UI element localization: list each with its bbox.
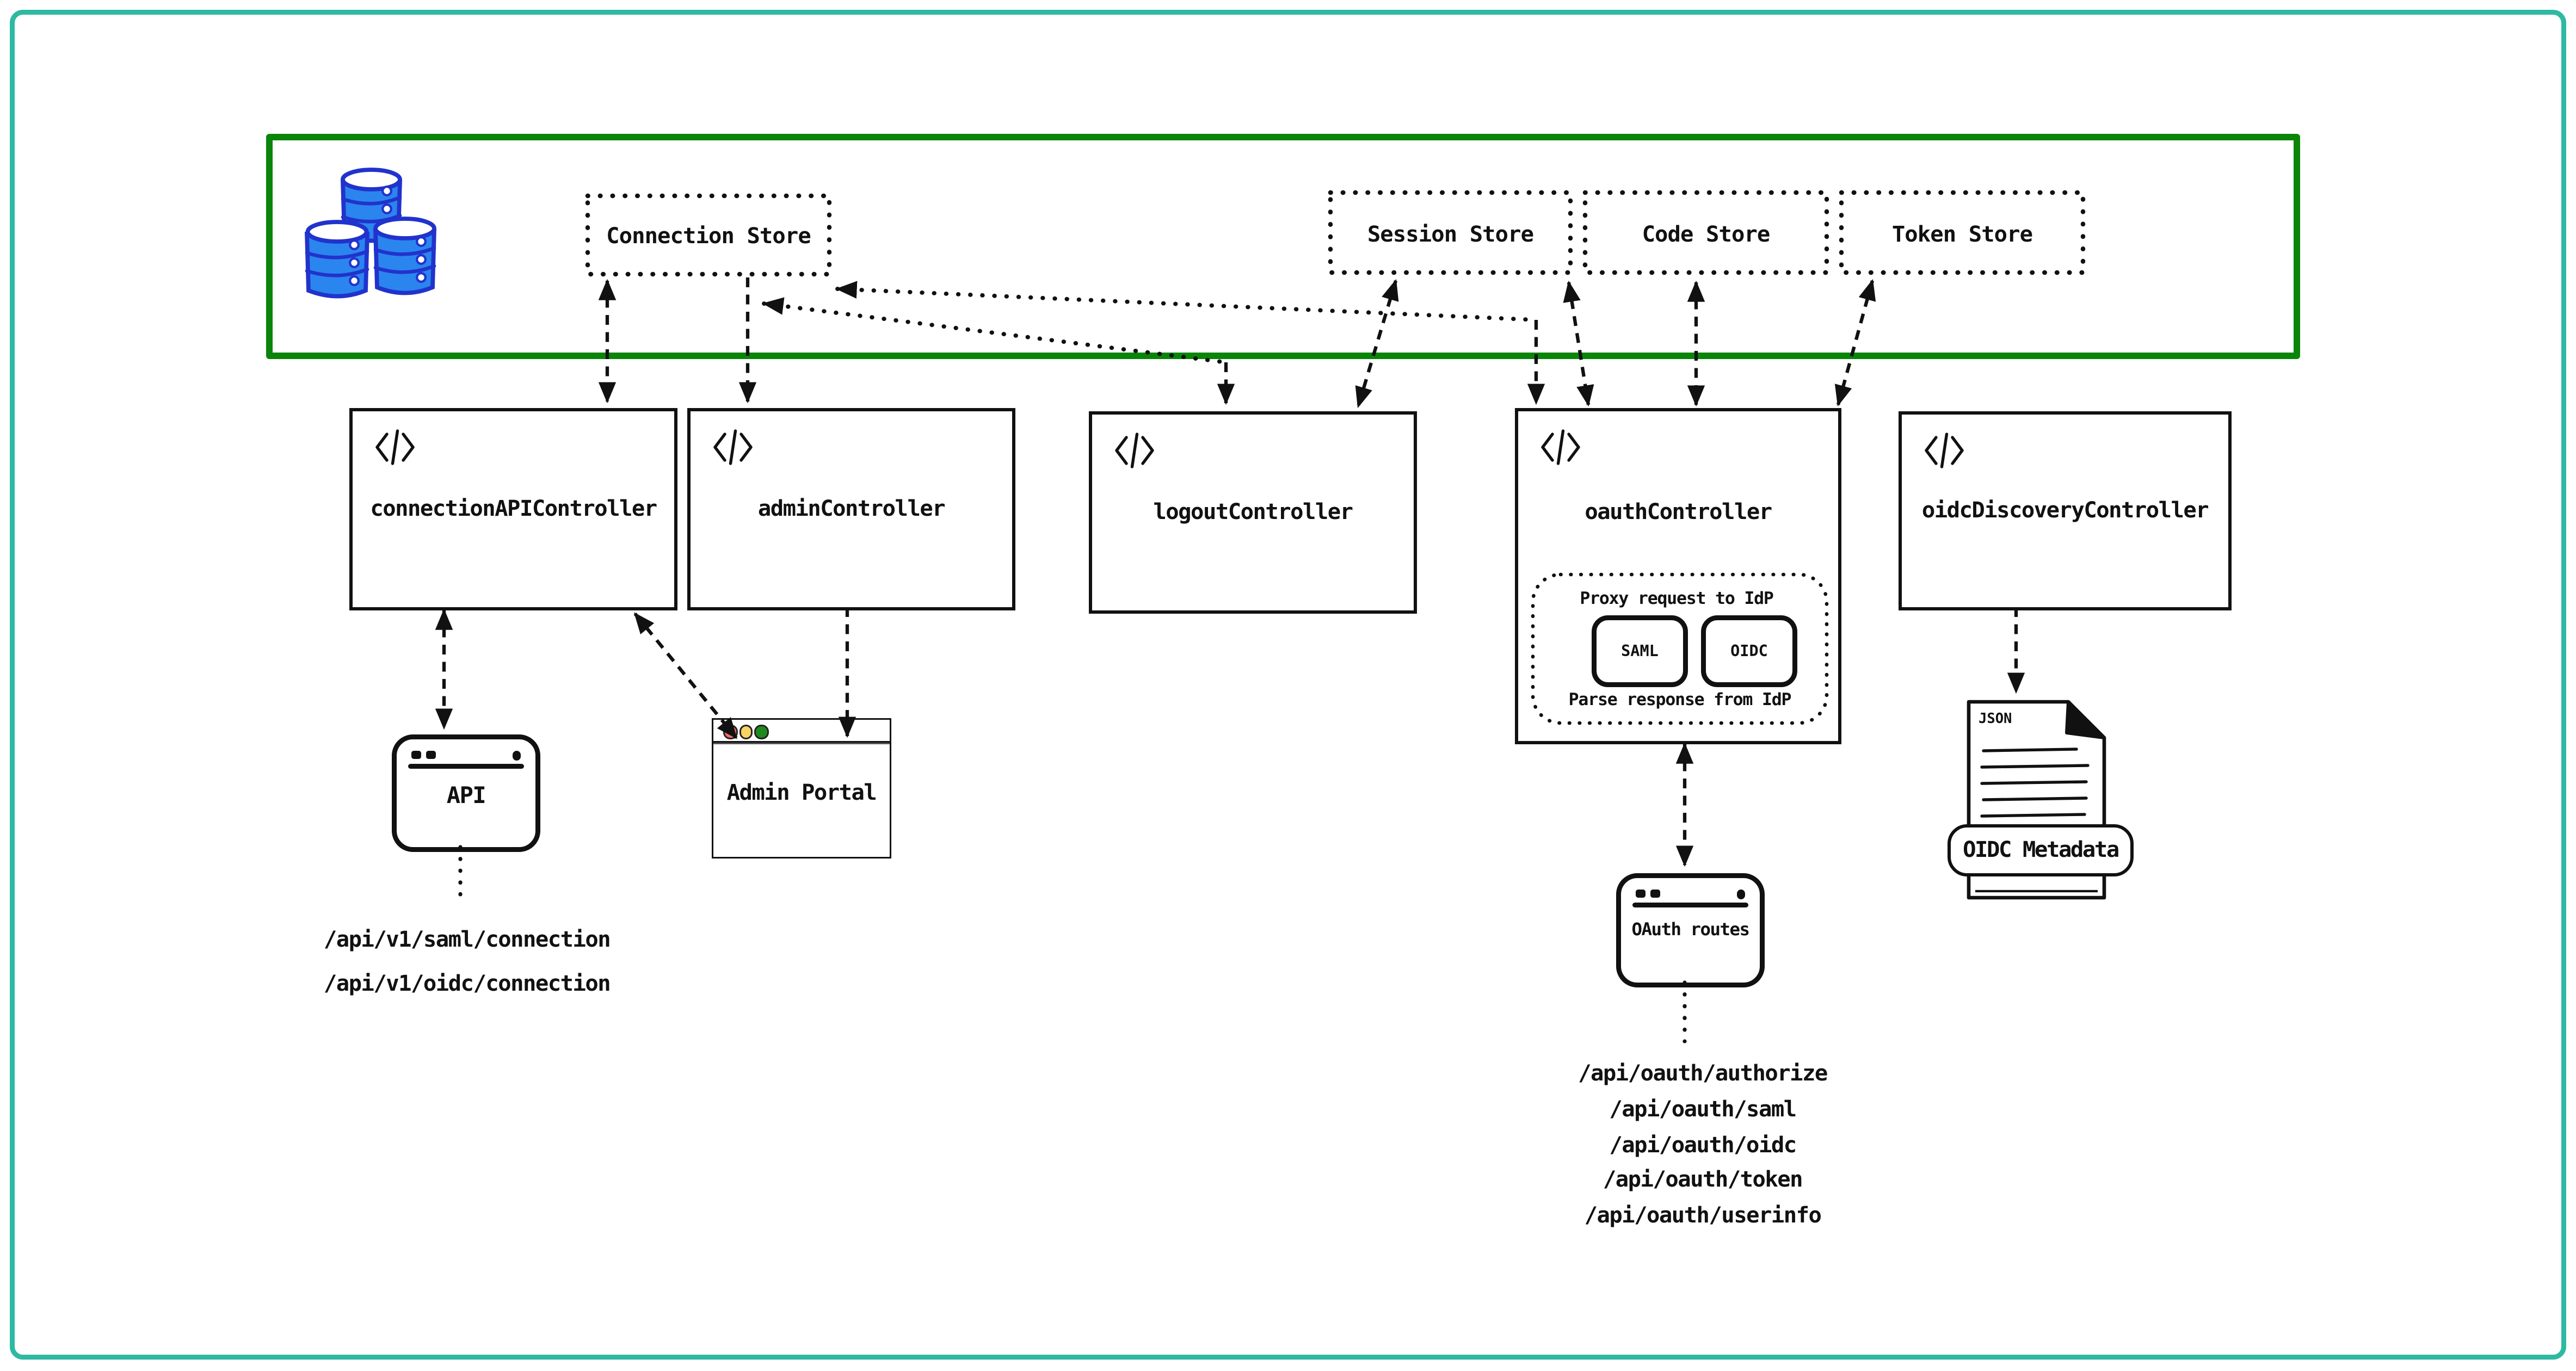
store-connection: Connection Store [606,224,811,250]
controller-logout: logoutController [1089,411,1417,614]
window-dot-icon [411,751,421,759]
store-code: Code Store [1642,222,1771,248]
controller-admin: adminController [687,408,1015,610]
endpoint: /api/v1/oidc/connection [323,971,611,997]
window-bar [1632,903,1748,908]
oidc-metadata-banner: OIDC Metadata [1948,824,2134,876]
connection-endpoints: /api/v1/saml/connection /api/v1/oidc/con… [294,919,640,1007]
endpoint: /api/oauth/userinfo [1584,1203,1822,1230]
code-icon [1541,429,1580,465]
endpoint: /api/v1/saml/connection [323,927,611,953]
page-border [10,10,2566,1361]
oauth-routes-app-icon: OAuth routes [1616,873,1765,987]
window-dot-icon [511,751,521,760]
minimize-icon [738,725,753,739]
window-dot-icon [1736,890,1745,899]
code-icon [713,429,753,465]
window-dot-icon [426,751,435,759]
controller-connection-api: connectionAPIController [349,408,677,610]
store-token: Token Store [1891,222,2033,248]
oauth-endpoints: /api/oauth/authorize /api/oauth/saml /ap… [1539,1058,1866,1236]
endpoint: /api/oauth/token [1603,1168,1803,1194]
endpoint: /api/oauth/saml [1609,1096,1797,1123]
window-bar [408,764,524,769]
endpoint: /api/oauth/authorize [1578,1061,1828,1087]
maximize-icon [754,725,768,739]
api-app-icon: API [392,734,540,852]
admin-portal-window: Admin Portal [712,718,891,859]
protocol-saml: SAML [1592,615,1688,687]
code-icon [375,429,415,465]
code-icon [1115,433,1154,468]
window-titlebar [713,720,890,744]
database-icon [305,168,436,299]
json-file-type: JSON [1979,712,2012,728]
store-session: Session Store [1367,222,1534,248]
code-icon [1925,433,1964,468]
window-dot-icon [1650,890,1660,898]
endpoint: /api/oauth/oidc [1609,1132,1797,1158]
parse-response-label: Parse response from IdP [1568,690,1792,710]
proxy-request-label: Proxy request to IdP [1580,589,1774,609]
protocol-oidc: OIDC [1701,615,1797,687]
controller-oidc-discovery: oidcDiscoveryController [1899,411,2232,610]
window-dot-icon [1636,890,1645,898]
close-icon [723,725,737,739]
